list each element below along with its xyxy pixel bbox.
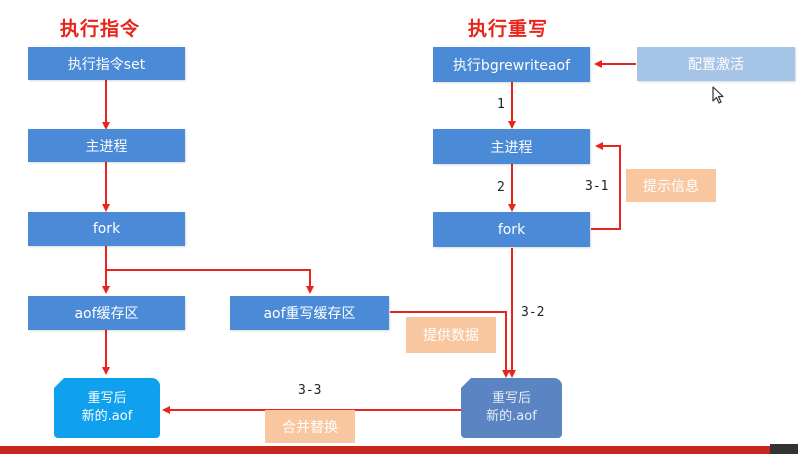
arrow-fork-hint-loop xyxy=(591,142,621,230)
label-step-3-3: 3-3 xyxy=(298,383,322,398)
file-new-aof-right: 重写后 新的.aof xyxy=(461,378,562,438)
box-exec-set: 执行指令set xyxy=(28,47,185,80)
file-new-aof-left-line2: 新的.aof xyxy=(81,409,133,424)
box-fork-left: fork xyxy=(28,212,185,246)
box-aof-buffer: aof缓存区 xyxy=(28,296,185,330)
file-new-aof-left-line1: 重写后 xyxy=(87,391,127,406)
arrow-rewritebuf-to-newfile xyxy=(390,311,510,378)
label-step-3-1: 3-1 xyxy=(585,179,609,194)
label-step-1: 1 xyxy=(497,97,505,112)
box-fork-right: fork xyxy=(433,212,590,247)
label-step-3-2: 3-2 xyxy=(521,305,545,320)
file-new-aof-right-line1: 重写后 xyxy=(491,391,531,406)
file-new-aof-left: 重写后 新的.aof xyxy=(54,378,160,438)
file-new-aof-right-line2: 新的.aof xyxy=(486,409,537,424)
note-provide-data: 提供数据 xyxy=(406,317,496,353)
bottom-accent-bar xyxy=(0,446,770,454)
arrow-fork-to-rewritebuf xyxy=(106,269,314,294)
box-config-activate: 配置激活 xyxy=(637,47,795,81)
title-execute-command: 执行指令 xyxy=(60,18,141,40)
box-exec-bgrewriteaof: 执行bgrewriteaof xyxy=(433,47,590,82)
label-step-2: 2 xyxy=(497,180,505,195)
title-execute-rewrite: 执行重写 xyxy=(468,18,549,40)
box-main-process-right: 主进程 xyxy=(433,129,590,164)
bottom-corner-block xyxy=(770,444,798,454)
mouse-cursor-icon xyxy=(712,86,724,104)
box-main-process-left: 主进程 xyxy=(28,129,185,162)
box-aof-rewrite-buffer: aof重写缓存区 xyxy=(230,296,389,330)
note-merge-replace: 合并替换 xyxy=(265,410,355,443)
note-hint-info: 提示信息 xyxy=(626,169,716,202)
